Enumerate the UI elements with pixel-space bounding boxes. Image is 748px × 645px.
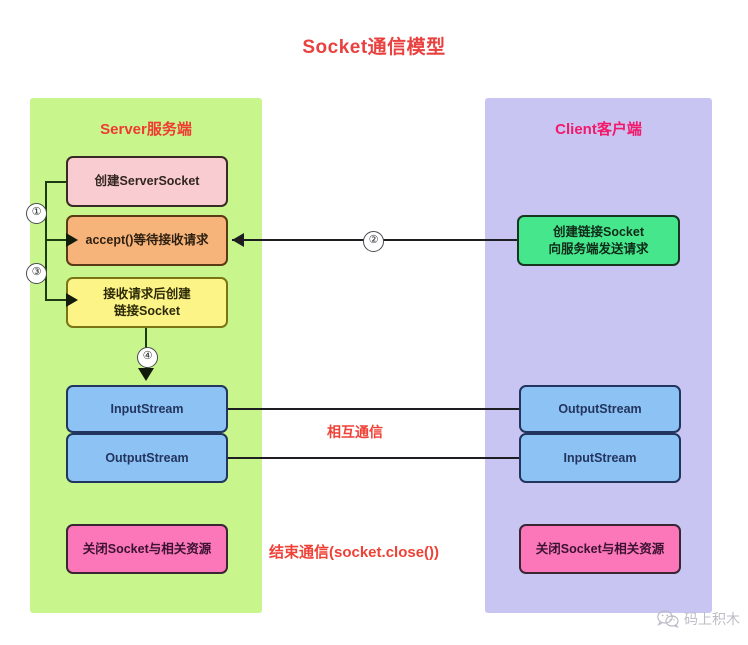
arrow-into-create-link-socket xyxy=(66,293,78,307)
marker-3: ③ xyxy=(26,263,47,284)
node-client-create-socket-label-2: 向服务端发送请求 xyxy=(548,241,649,256)
node-client-output-stream[interactable]: OutputStream xyxy=(519,385,681,433)
page-title: Socket通信模型 xyxy=(302,37,446,58)
mutual-line-bottom xyxy=(228,457,519,459)
node-server-output-stream[interactable]: OutputStream xyxy=(66,433,228,483)
node-client-create-socket[interactable]: 创建链接Socket 向服务端发送请求 xyxy=(517,215,680,266)
arrow-into-accept xyxy=(66,233,78,247)
node-client-input-stream-label: InputStream xyxy=(563,450,637,465)
marker-2: ② xyxy=(363,231,384,252)
node-server-close-socket[interactable]: 关闭Socket与相关资源 xyxy=(66,524,228,574)
node-client-input-stream[interactable]: InputStream xyxy=(519,433,681,483)
client-panel-title: Client客户端 xyxy=(555,121,642,138)
node-client-output-stream-label: OutputStream xyxy=(558,401,642,416)
node-client-close-socket-label: 关闭Socket与相关资源 xyxy=(535,541,665,556)
wechat-icon xyxy=(657,610,679,628)
node-client-close-socket[interactable]: 关闭Socket与相关资源 xyxy=(519,524,681,574)
arrow-into-input-stream xyxy=(138,368,154,381)
request-arrow-head xyxy=(232,233,244,247)
watermark: 码上积木 xyxy=(657,609,740,629)
marker-4: ④ xyxy=(137,347,158,368)
label-mutual-communication: 相互通信 xyxy=(327,424,383,440)
node-create-server-socket[interactable]: 创建ServerSocket xyxy=(66,156,228,207)
node-server-output-stream-label: OutputStream xyxy=(105,450,189,465)
server-panel-title: Server服务端 xyxy=(100,121,192,138)
node-server-input-stream-label: InputStream xyxy=(110,401,184,416)
node-accept-wait[interactable]: accept()等待接收请求 xyxy=(66,215,228,266)
watermark-text: 码上积木 xyxy=(684,611,740,627)
node-create-link-socket-label-2: 链接Socket xyxy=(114,303,180,318)
server-connector-accept-horizontal xyxy=(45,239,67,241)
node-server-close-socket-label: 关闭Socket与相关资源 xyxy=(82,541,212,556)
mutual-line-top xyxy=(228,408,519,410)
node-client-create-socket-label-1: 创建链接Socket xyxy=(553,224,644,239)
node-create-link-socket-label-1: 接收请求后创建 xyxy=(103,286,191,301)
node-accept-wait-label: accept()等待接收请求 xyxy=(85,233,209,248)
marker-1: ① xyxy=(26,203,47,224)
node-create-server-socket-label: 创建ServerSocket xyxy=(94,174,200,189)
node-server-input-stream[interactable]: InputStream xyxy=(66,385,228,433)
server-connector-yellow-horizontal xyxy=(45,299,67,301)
label-close-communication: 结束通信(socket.close()) xyxy=(269,544,440,561)
server-connector-top-horizontal xyxy=(45,181,67,183)
node-create-link-socket[interactable]: 接收请求后创建 链接Socket xyxy=(66,277,228,328)
